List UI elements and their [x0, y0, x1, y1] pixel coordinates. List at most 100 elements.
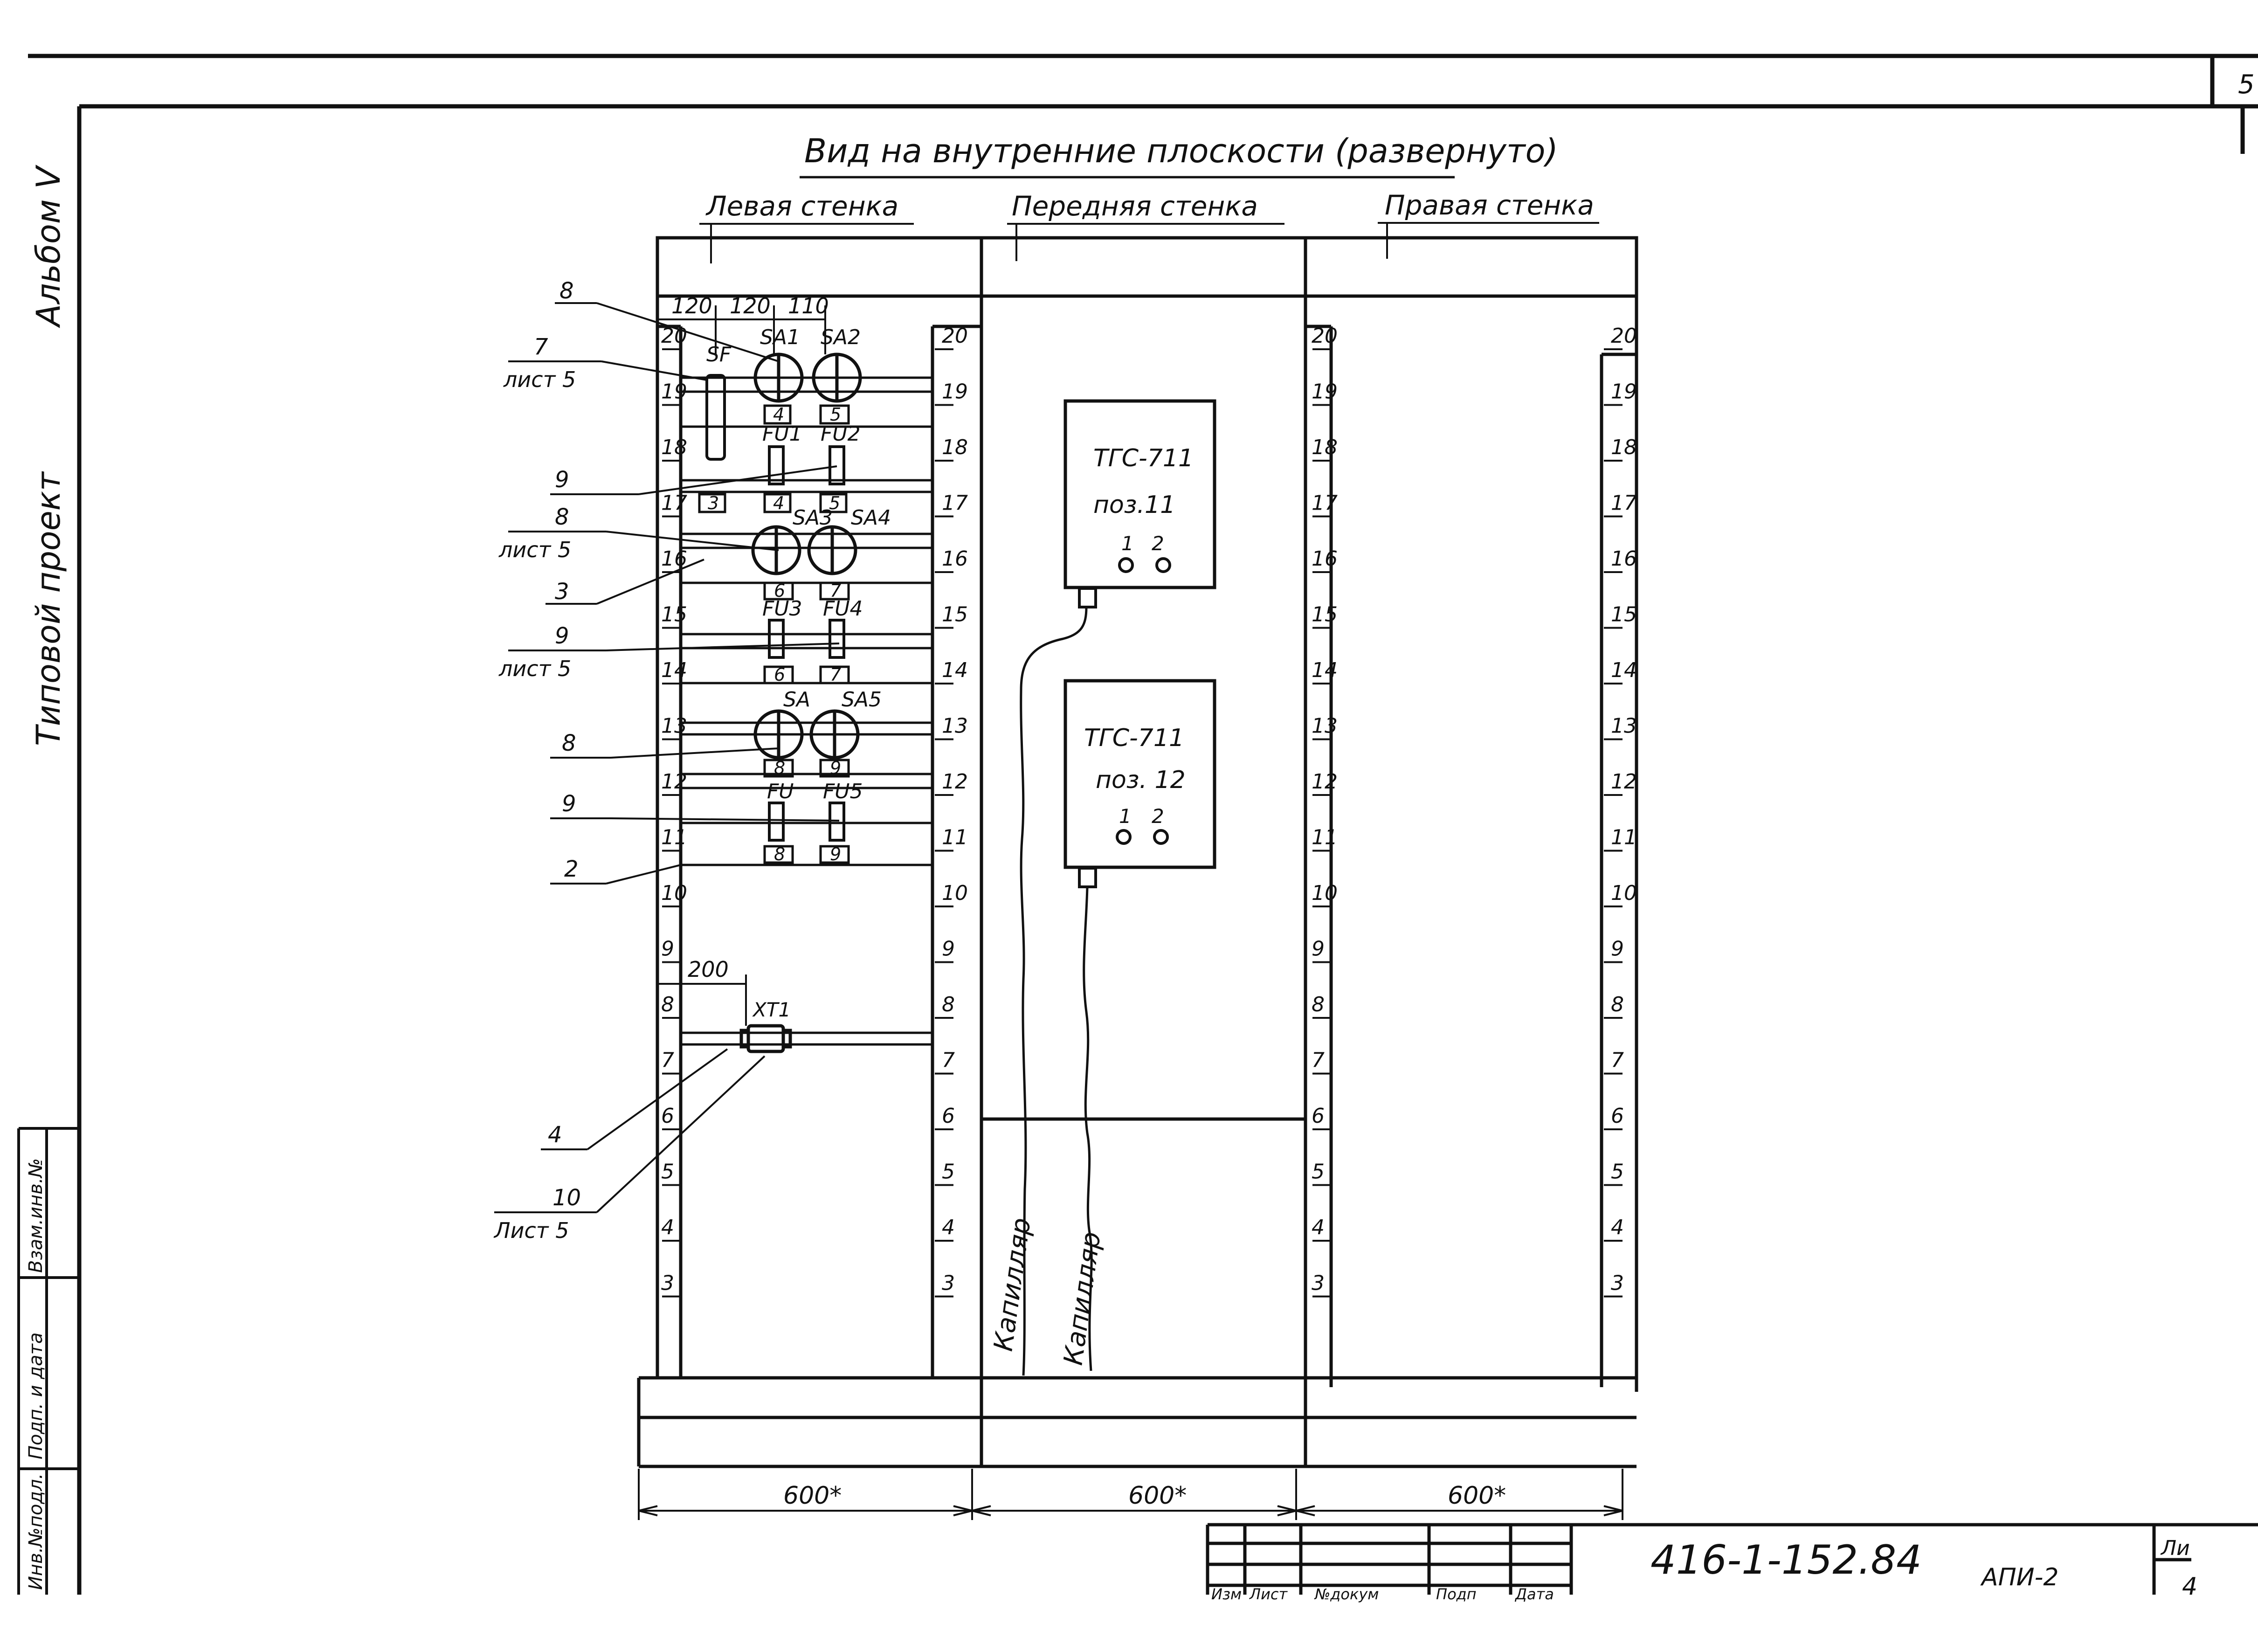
document-code: 416-1-152.84 — [1650, 1537, 1922, 1583]
dim-200-chain — [657, 975, 747, 1026]
rail-number: 14 — [1312, 658, 1338, 682]
stamp-vzam-inv: Взам.инв.№ — [25, 1158, 47, 1273]
margin-album-label: Альбом V — [29, 165, 68, 328]
callout-3: 3 — [555, 579, 569, 605]
rail-number: 15 — [1611, 603, 1637, 627]
rail-number: 19 — [1312, 380, 1338, 404]
gauge-2-model: ТГС-711 — [1084, 724, 1184, 752]
sheet-label: Ли — [2160, 1536, 2190, 1560]
rail-number: 18 — [942, 435, 968, 459]
rail-number: 3 — [1611, 1272, 1624, 1295]
rail-number: 15 — [942, 603, 968, 627]
fuse-fu2 — [829, 445, 845, 485]
capillary-tube-2 — [1083, 886, 1093, 1371]
gauge-1-terminal-2: 2 — [1152, 532, 1164, 555]
dim-200: 200 — [688, 957, 729, 982]
rail-number: 14 — [1611, 658, 1637, 682]
title-block — [1206, 1523, 2258, 1595]
marker-label: 8 — [774, 844, 785, 864]
rail-number: 6 — [942, 1104, 955, 1128]
rail-number: 10 — [661, 881, 687, 905]
sa4-label: SA4 — [851, 506, 891, 530]
rail-number: 10 — [1312, 881, 1338, 905]
tb-header-list: Лист — [1249, 1585, 1288, 1603]
title-block-headers: Изм Лист №докум Подп Дата — [1211, 1585, 1554, 1603]
stamp-podp-data: Подп. и дата — [25, 1333, 47, 1459]
xt1-label: XT1 — [752, 998, 791, 1021]
fuse-fu3 — [768, 619, 785, 659]
marker-label: 6 — [774, 664, 785, 685]
rail-number: 9 — [661, 937, 674, 961]
capillary-label-2: Капилляр — [1058, 1230, 1106, 1367]
sheet-code: АПИ-2 — [1980, 1563, 2058, 1591]
tb-header-data: Дата — [1514, 1585, 1554, 1603]
rail-number: 16 — [661, 547, 687, 571]
gauge-1-model: ТГС-711 — [1093, 444, 1194, 472]
sa1-label: SA1 — [760, 325, 800, 349]
gauge-1-terminal-1-circle — [1118, 557, 1134, 573]
marker-label: 8 — [774, 758, 785, 778]
rail-number: 20 — [1312, 324, 1338, 348]
rail-number: 18 — [1312, 435, 1338, 459]
callout-10: 10 — [552, 1185, 581, 1211]
rail-number: 10 — [942, 881, 968, 905]
rail-number: 4 — [1312, 1216, 1325, 1239]
callout-2: 2 — [564, 856, 579, 882]
rail-number: 8 — [661, 993, 674, 1016]
rail-number: 8 — [1312, 993, 1325, 1016]
callout-8-b-sheet: лист 5 — [498, 537, 571, 562]
sa2-label: SA2 — [821, 325, 861, 349]
fu2-label: FU2 — [821, 422, 861, 446]
marker-label: 9 — [830, 844, 841, 864]
rail-number: 11 — [1312, 826, 1338, 850]
left-stamp-strip — [17, 1127, 79, 1595]
callout-7-sheet: лист 5 — [503, 367, 576, 392]
sheet-number: 4 — [2182, 1573, 2197, 1601]
switch-sa — [753, 709, 804, 760]
rail-number: 16 — [1611, 547, 1637, 571]
callout-8-b: 8 — [555, 504, 569, 530]
rail-number: 7 — [942, 1049, 955, 1072]
cabinet-outline — [637, 236, 1638, 1468]
fu5-label: FU5 — [823, 780, 863, 803]
callout-8: 8 — [559, 278, 574, 304]
capillary-label-1: Капилляр — [988, 1216, 1036, 1353]
din-rails — [681, 376, 932, 1046]
rail-number: 18 — [1611, 435, 1637, 459]
sf-label: SF — [706, 343, 732, 366]
switch-sa2 — [812, 353, 862, 403]
rail-number: 6 — [1611, 1104, 1624, 1128]
capillary-tube-1 — [1020, 607, 1088, 1376]
rail-number: 20 — [1611, 324, 1637, 348]
gauge-1-terminal-1: 1 — [1121, 532, 1134, 555]
rail-number: 7 — [1611, 1049, 1624, 1072]
rail-number: 11 — [942, 826, 968, 850]
dim-600-left: 600* — [783, 1482, 842, 1510]
rail-number: 8 — [942, 993, 955, 1016]
rail-number: 5 — [1611, 1160, 1624, 1184]
fuse-fu5 — [829, 802, 845, 842]
rail-number: 13 — [1611, 714, 1637, 738]
marker-label: 4 — [773, 404, 784, 425]
callout-9-c: 9 — [562, 791, 576, 817]
gauge-tgs711-pos12 — [1063, 679, 1216, 869]
tb-header-ndok: №докум — [1314, 1585, 1379, 1603]
sa-label: SA — [783, 688, 810, 712]
rail-number: 14 — [661, 658, 687, 682]
tb-header-izm: Изм — [1211, 1585, 1242, 1603]
callout-9-b-sheet: лист 5 — [498, 656, 571, 681]
rail-number: 13 — [942, 714, 968, 738]
fuse-fu1 — [768, 445, 785, 485]
fuse-fu4 — [829, 619, 845, 659]
gauge-tgs711-pos11 — [1063, 399, 1216, 589]
rail-number: 11 — [661, 826, 687, 850]
rail-number: 3 — [661, 1272, 674, 1295]
rail-number: 19 — [1611, 380, 1637, 404]
switch-sa4 — [807, 525, 857, 575]
dim-120-a: 120 — [671, 293, 712, 318]
right-wall-label: Правая стенка — [1385, 189, 1594, 221]
dim-110: 110 — [788, 293, 829, 318]
rail-number: 17 — [1312, 491, 1338, 515]
stamp-inv-podl: Инв.№подл. — [25, 1473, 47, 1590]
